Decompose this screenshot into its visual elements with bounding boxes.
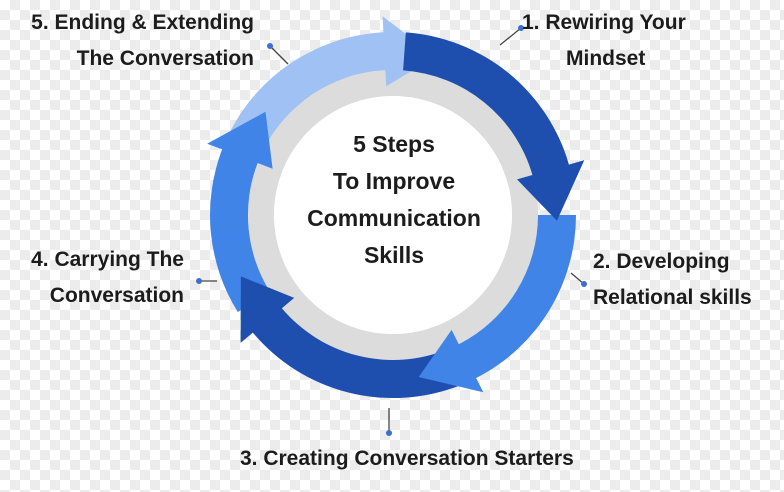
step-5-connector-dot [267,43,273,49]
step-2-connector-dot [581,281,587,287]
step-1-label-line-2: Mindset [566,47,646,70]
step-4-arrow [207,111,273,312]
step-4-label-line-2: Conversation [49,284,184,307]
center-title-line-3: Communication [307,205,481,231]
step-5-arrow [216,16,436,178]
center-title-line-2: To Improve [332,168,456,194]
step-5-label-line-1: 5. Ending & Extending [31,11,254,34]
step-5-label-line-2: The Conversation [76,47,254,70]
center-disc [274,96,512,334]
step-1-connector [499,27,522,46]
label-connectors [196,25,587,436]
step-2-arrow [418,215,576,393]
step-4-connector-dot [196,278,202,284]
step-3-label-line-1: 3. Creating Conversation Starters [240,447,574,470]
center-title-line-1: 5 Steps [353,131,435,157]
step-4-label-line-1: 4. Carrying The [31,248,184,271]
step-5-label: 5. Ending & Extending The Conversation [31,5,254,77]
step-2-label: 2. Developing Relational skills [593,244,752,316]
step-2-label-line-1: 2. Developing [593,250,730,273]
step-5-connector [269,45,289,65]
step-3-connector-dot [386,430,392,436]
cycle-arrows [207,16,585,399]
step-1-label: 1. Rewiring Your Mindset [522,5,686,77]
center-title-line-4: Skills [363,242,425,268]
inner-ring [248,70,538,360]
center-title: 5 Steps To Improve Communication Skills [284,126,504,274]
step-4-label: 4. Carrying The Conversation [31,242,184,314]
step-1-arrow [403,32,585,221]
step-3-arrow [240,276,462,399]
step-2-label-line-2: Relational skills [593,286,752,309]
step-1-connector-dot [518,25,524,31]
step-1-label-line-1: 1. Rewiring Your [522,11,686,34]
step-3-label: 3. Creating Conversation Starters [240,441,574,477]
